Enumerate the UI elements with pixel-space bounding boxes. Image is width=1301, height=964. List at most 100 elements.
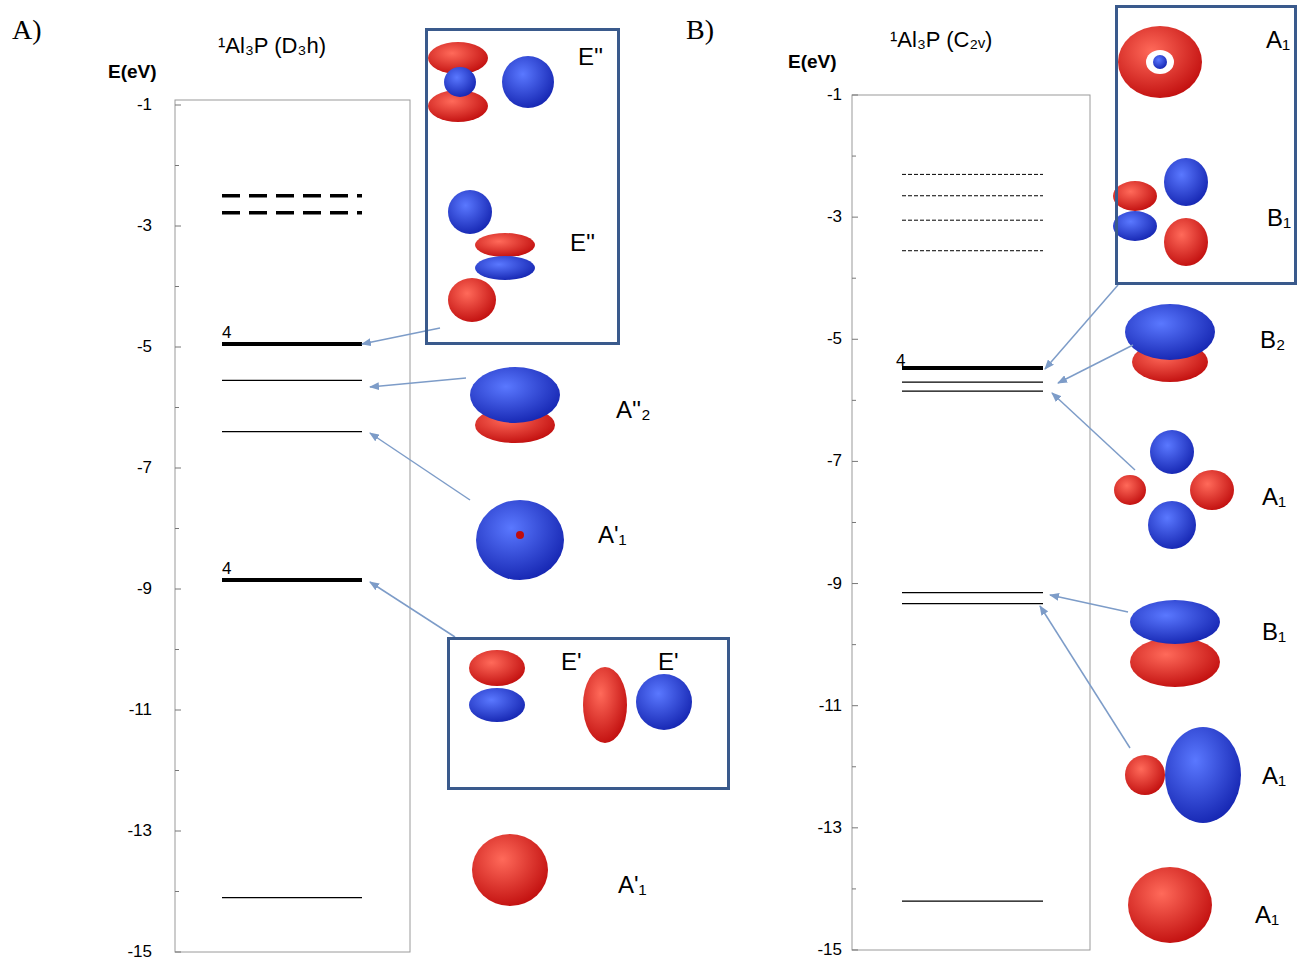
axis-tick [852, 644, 856, 645]
leader-arrow [370, 582, 455, 637]
axis-tick [175, 589, 181, 590]
degeneracy-number: 4 [222, 560, 231, 579]
energy-level [902, 220, 1043, 221]
tick-label: -5 [827, 330, 842, 349]
axis-tick [852, 400, 856, 401]
energy-level [222, 211, 362, 215]
symmetry-label: A₁ [1255, 902, 1279, 928]
orbital-lobe [448, 190, 492, 234]
axis-tick [175, 226, 181, 227]
orbital-lobe [1148, 501, 1196, 549]
leader-arrow [370, 378, 466, 387]
axis-tick [852, 339, 858, 340]
axis-tick [175, 165, 179, 166]
energy-level [222, 194, 362, 198]
tick-label: -9 [137, 580, 152, 599]
tick-label: -1 [137, 96, 152, 115]
orbital-lobe [1164, 158, 1208, 206]
axis-tick [852, 583, 858, 584]
orbital-lobe [1118, 26, 1202, 98]
panel-title: ¹Al₃P (D₃h) [218, 34, 326, 58]
orbital-lobe [1130, 637, 1220, 687]
axis-tick [175, 952, 181, 953]
energy-level [902, 366, 1043, 370]
symmetry-label: E'' [578, 44, 603, 70]
degeneracy-number: 4 [222, 324, 231, 343]
tick-label: -11 [129, 701, 152, 720]
axis-tick [852, 156, 856, 157]
orbital-lobe [636, 674, 692, 730]
panel-letter: B) [686, 15, 714, 46]
axis-tick [175, 528, 179, 529]
orbital-lobe [1113, 211, 1157, 241]
energy-level [222, 578, 362, 582]
axis-tick [175, 407, 179, 408]
axis-title: E(eV) [788, 52, 837, 73]
orbital-lobe [1164, 218, 1208, 266]
tick-label: -3 [827, 208, 842, 227]
leader-arrow [370, 433, 470, 500]
tick-label: -1 [827, 86, 842, 105]
axis-tick [175, 105, 181, 106]
orbital-lobe [1165, 727, 1241, 823]
axis-tick [852, 766, 856, 767]
axis-tick [852, 827, 858, 828]
tick-label: -7 [827, 452, 842, 471]
energy-level [902, 381, 1043, 382]
leader-arrow [362, 328, 440, 344]
leader-arrow [1052, 393, 1135, 470]
tick-label: -3 [137, 217, 152, 236]
axis-tick [175, 770, 179, 771]
tick-label: -15 [127, 943, 152, 962]
orbital-lobe [475, 256, 535, 280]
axis-tick [852, 888, 856, 889]
axis-title: E(eV) [108, 62, 157, 83]
orbital-lobe [470, 367, 560, 423]
axis-tick [852, 278, 856, 279]
axis-tick [852, 949, 858, 950]
axis-tick [852, 461, 858, 462]
energy-level [902, 603, 1043, 604]
axis-tick [175, 286, 179, 287]
energy-level [902, 592, 1043, 593]
orbital-lobe [1150, 430, 1194, 474]
axis-frame [852, 95, 1090, 950]
orbital-hole [1146, 50, 1174, 74]
tick-label: -15 [817, 941, 842, 960]
axis-tick [175, 831, 181, 832]
orbital-lobe [1125, 755, 1165, 795]
orbital-lobe [516, 531, 524, 539]
panel-title: ¹Al₃P (C₂ᵥ) [890, 28, 992, 52]
symmetry-label: B₁ [1267, 205, 1291, 231]
orbital-lobe [1130, 600, 1220, 644]
axis-tick [852, 522, 856, 523]
axis-tick [175, 710, 181, 711]
orbital-lobe [469, 688, 525, 722]
energy-level [222, 342, 362, 346]
energy-level [222, 897, 362, 898]
energy-level [902, 900, 1043, 901]
symmetry-label: A₁ [1266, 27, 1290, 53]
axis-tick [175, 468, 181, 469]
symmetry-label: E' [658, 649, 679, 675]
symmetry-label: A''₂ [616, 397, 651, 423]
orbital-lobe [472, 834, 548, 906]
orbital-lobe [469, 650, 525, 686]
orbital-box: E'' E'' [425, 28, 620, 345]
symmetry-label: B₁ [1262, 619, 1286, 645]
orbital-lobe [1190, 470, 1234, 510]
leader-arrow [1045, 285, 1118, 369]
orbital-lobe [583, 667, 627, 743]
tick-label: -7 [137, 459, 152, 478]
orbital-lobe [1128, 867, 1212, 943]
orbital-lobe [476, 500, 564, 580]
energy-level [902, 174, 1043, 175]
energy-level [222, 431, 362, 432]
axis-frame [175, 100, 410, 952]
energy-level [902, 391, 1043, 392]
orbital-lobe [444, 67, 476, 97]
axis-tick [852, 705, 858, 706]
symmetry-label: E'' [570, 230, 595, 256]
leader-arrow [1050, 595, 1128, 612]
